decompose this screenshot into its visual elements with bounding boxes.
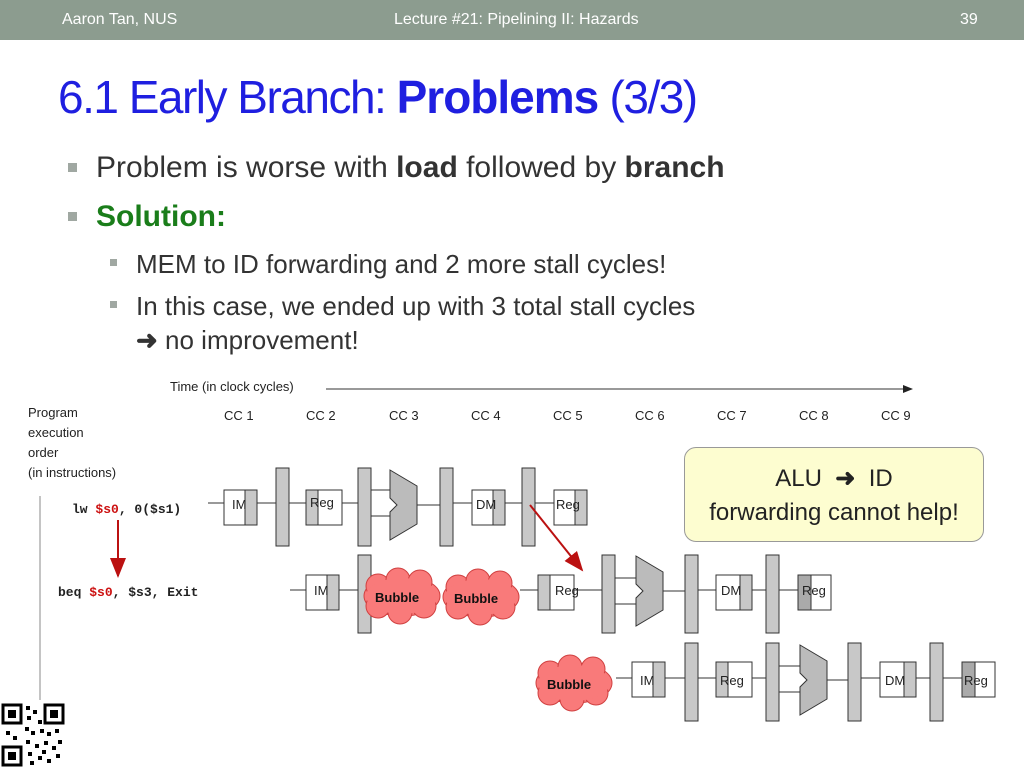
cycle-label: CC 8: [799, 408, 829, 423]
reg-label: Reg: [310, 495, 334, 510]
order-line: Program: [28, 405, 78, 420]
cycle-label: CC 6: [635, 408, 665, 423]
bullet-stall-cycles: In this case, we ended up with 3 total s…: [136, 291, 696, 321]
bullet-solution: Solution:: [96, 200, 226, 233]
right-arrow-icon: ➜: [136, 325, 158, 355]
bubble-label: Bubble: [375, 590, 420, 605]
cycle-label: CC 2: [306, 408, 336, 423]
opcode: lw: [72, 502, 96, 517]
pipeline-register: [684, 642, 699, 722]
operands: , $s3, Exit: [112, 585, 199, 600]
bubble-label: Bubble: [547, 677, 592, 692]
title-prefix: 6.1 Early Branch:: [58, 71, 397, 123]
qr-code-icon: [1, 703, 65, 767]
bullet-mem-to-id: MEM to ID forwarding and 2 more stall cy…: [136, 249, 667, 279]
program-order-label: Program execution order (in instructions…: [28, 403, 116, 483]
reg-label: Reg: [720, 673, 744, 688]
im-label: IM: [640, 673, 655, 688]
bullet-text: followed by: [457, 151, 625, 184]
header-author: Aaron Tan, NUS: [62, 11, 178, 28]
instruction-beq: beq $s0, $s3, Exit: [58, 585, 198, 600]
callout-line-1: ALU ➜ ID: [685, 464, 983, 493]
pipeline-register: [521, 467, 536, 547]
right-arrow-icon: ➜: [835, 465, 856, 492]
pipeline-register: [357, 467, 372, 547]
title-suffix: (3/3): [598, 71, 699, 123]
cycle-label: CC 7: [717, 408, 747, 423]
bullet-square-icon: [68, 212, 77, 221]
alu-icon: [635, 555, 664, 627]
opcode: beq: [58, 585, 90, 600]
slide-title: 6.1 Early Branch: Problems (3/3): [58, 70, 699, 124]
title-bold: Problems: [396, 71, 600, 123]
pipeline-register: [601, 554, 616, 634]
pipeline-register: [847, 642, 862, 722]
cycle-label: CC 1: [224, 408, 254, 423]
order-line: order: [28, 445, 59, 460]
dm-label: DM: [721, 583, 742, 598]
bullet-square-icon: [68, 163, 77, 172]
dm-label: DM: [885, 673, 906, 688]
pipeline-row-beq: [290, 554, 832, 634]
pipeline-register: [765, 642, 780, 722]
bubble-label: Bubble: [454, 591, 499, 606]
reg-label: Reg: [802, 583, 826, 598]
cycle-label: CC 3: [389, 408, 419, 423]
reg-label: Reg: [964, 673, 988, 688]
callout-id: ID: [868, 465, 893, 492]
header-bar: Aaron Tan, NUS Lecture #21: Pipelining I…: [0, 0, 1024, 40]
bullet-text: no improvement!: [165, 325, 359, 355]
register-highlight: $s0: [95, 502, 119, 517]
slide-number: 39: [960, 11, 978, 28]
pipeline-register: [684, 554, 699, 634]
pipeline-register: [929, 642, 944, 722]
bullet-text: Problem is worse with: [96, 151, 397, 184]
order-line: (in instructions): [28, 465, 117, 480]
header-lecture-title: Lecture #21: Pipelining II: Hazards: [394, 11, 639, 28]
im-label: IM: [232, 497, 247, 512]
pipeline-register: [765, 554, 780, 634]
pipeline-register: [275, 467, 290, 547]
reg-label: Reg: [556, 497, 580, 512]
alu-icon: [389, 469, 418, 541]
pipeline-row-next: [616, 642, 996, 722]
forwarding-arrow: [529, 504, 584, 572]
pipeline-row-lw: [208, 467, 588, 547]
callout-box: ALU ➜ ID forwarding cannot help!: [684, 447, 984, 542]
register-highlight: $s0: [89, 585, 113, 600]
sub-bullet-square-icon: [110, 259, 117, 266]
alu-icon: [799, 644, 828, 716]
instruction-lw: lw $s0, 0($s1): [72, 502, 181, 517]
pipeline-register: [439, 467, 454, 547]
dm-label: DM: [476, 497, 497, 512]
bullet-no-improvement: ➜ no improvement!: [136, 325, 359, 356]
sub-bullet-square-icon: [110, 301, 117, 308]
operands: , 0($s1): [118, 502, 182, 517]
im-label: IM: [314, 583, 329, 598]
time-axis-label: Time (in clock cycles): [170, 379, 294, 394]
callout-alu: ALU: [775, 465, 822, 492]
reg-label: Reg: [555, 583, 579, 598]
cycle-label: CC 4: [471, 408, 501, 423]
cycle-label: CC 9: [881, 408, 911, 423]
order-line: execution: [28, 425, 84, 440]
bullet-branch: branch: [624, 151, 725, 184]
cycle-label: CC 5: [553, 408, 583, 423]
bullet-problem: Problem is worse with load followed by b…: [96, 151, 725, 185]
callout-line-2: forwarding cannot help!: [709, 499, 959, 526]
bullet-load: load: [396, 151, 458, 184]
